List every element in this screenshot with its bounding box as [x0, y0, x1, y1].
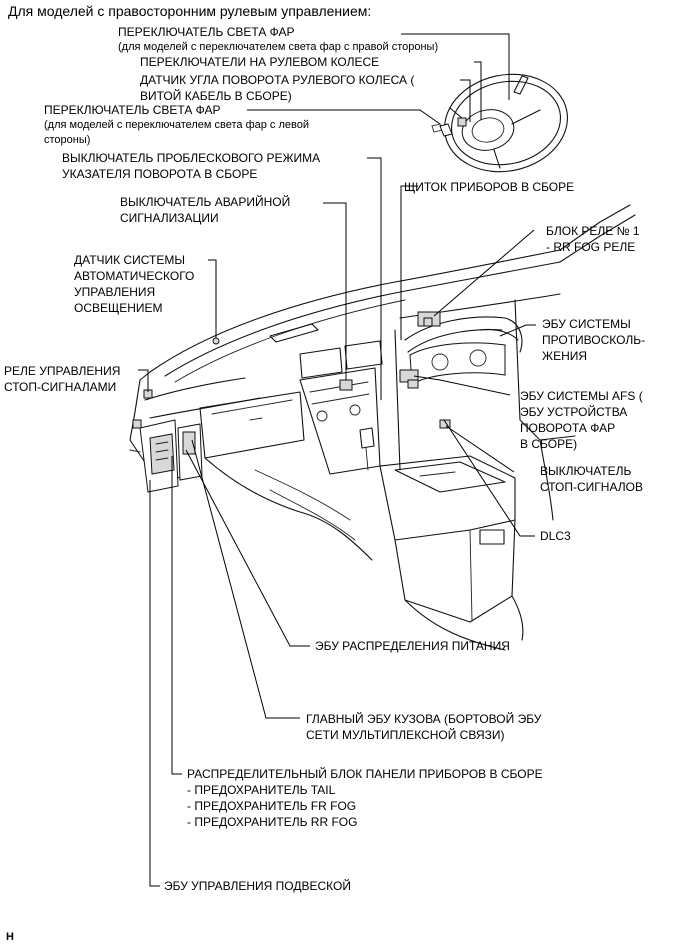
label-line: УКАЗАТЕЛЯ ПОВОРОТА В СБОРЕ — [62, 167, 258, 181]
label-airbag-ecu: ЭБУ СИСТЕМЫ ПРОТИВОСКОЛЬ- ЖЕНИЯ — [542, 316, 645, 364]
label-line: СИГНАЛИЗАЦИИ — [120, 211, 219, 225]
label-line: РЕЛЕ УПРАВЛЕНИЯ — [4, 364, 121, 378]
leader-lines — [138, 33, 536, 887]
label-line: ПЕРЕКЛЮЧАТЕЛЬ СВЕТА ФАР — [118, 25, 295, 39]
label-line: ЭБУ СИСТЕМЫ AFS ( — [520, 389, 643, 403]
label-line: ВЫКЛЮЧАТЕЛЬ — [540, 464, 632, 478]
label-line: ВИТОЙ КАБЕЛЬ В СБОРЕ) — [140, 89, 292, 103]
label-line: - RR FOG РЕЛЕ — [546, 240, 636, 254]
label-power-distribution-ecu: ЭБУ РАСПРЕДЕЛЕНИЯ ПИТАНИЯ — [315, 638, 510, 654]
label-headlight-switch-right: ПЕРЕКЛЮЧАТЕЛЬ СВЕТА ФАР (для моделей с п… — [118, 24, 438, 55]
label-line: - ПРЕДОХРАНИТЕЛЬ RR FOG — [187, 815, 358, 829]
label-line: УПРАВЛЕНИЯ — [74, 285, 156, 299]
label-auto-light-sensor: ДАТЧИК СИСТЕМЫ АВТОМАТИЧЕСКОГО УПРАВЛЕНИ… — [74, 252, 194, 316]
label-line: DLC3 — [540, 529, 571, 543]
label-hazard-switch: ВЫКЛЮЧАТЕЛЬ АВАРИЙНОЙ СИГНАЛИЗАЦИИ — [120, 194, 290, 226]
label-line: ОСВЕЩЕНИЕМ — [74, 301, 163, 315]
label-dlc3: DLC3 — [540, 528, 571, 544]
diagram-title: Для моделей с правосторонним рулевым упр… — [8, 3, 372, 19]
label-turn-signal-flasher-switch: ВЫКЛЮЧАТЕЛЬ ПРОБЛЕСКОВОГО РЕЖИМА УКАЗАТЕ… — [62, 150, 320, 182]
label-line: ПРОТИВОСКОЛЬ- — [542, 333, 646, 347]
label-headlight-switch-left: ПЕРЕКЛЮЧАТЕЛЬ СВЕТА ФАР (для моделей с п… — [44, 102, 309, 148]
dashboard-drawing — [129, 204, 636, 651]
label-line: АВТОМАТИЧЕСКОГО — [74, 269, 195, 283]
label-relay-block-1: БЛОК РЕЛЕ № 1 - RR FOG РЕЛЕ — [546, 223, 640, 255]
label-line: СТОП-СИГНАЛАМИ — [4, 380, 117, 394]
label-afs-ecu: ЭБУ СИСТЕМЫ AFS ( ЭБУ УСТРОЙСТВА ПОВОРОТ… — [520, 388, 643, 452]
label-line: ДАТЧИК СИСТЕМЫ — [74, 253, 185, 267]
label-line: ДАТЧИК УГЛА ПОВОРОТА РУЛЕВОГО КОЛЕСА ( — [140, 73, 415, 87]
label-line: БЛОК РЕЛЕ № 1 — [546, 224, 640, 238]
label-line: ПЕРЕКЛЮЧАТЕЛИ НА РУЛЕВОМ КОЛЕСЕ — [140, 55, 380, 69]
footer-code: H — [6, 931, 14, 943]
label-line: ВЫКЛЮЧАТЕЛЬ ПРОБЛЕСКОВОГО РЕЖИМА — [62, 151, 321, 165]
label-line: СТОП-СИГНАЛОВ — [540, 480, 643, 494]
label-steering-angle-sensor: ДАТЧИК УГЛА ПОВОРОТА РУЛЕВОГО КОЛЕСА ( В… — [140, 72, 414, 104]
label-line: ЖЕНИЯ — [542, 349, 588, 363]
label-line: ЭБУ РАСПРЕДЕЛЕНИЯ ПИТАНИЯ — [315, 639, 510, 653]
label-line: ЭБУ СИСТЕМЫ — [542, 317, 631, 331]
label-stop-lamp-switch: ВЫКЛЮЧАТЕЛЬ СТОП-СИГНАЛОВ — [540, 463, 643, 495]
label-stop-lamp-relay: РЕЛЕ УПРАВЛЕНИЯ СТОП-СИГНАЛАМИ — [4, 363, 120, 395]
label-line: - ПРЕДОХРАНИТЕЛЬ TAIL — [187, 783, 336, 797]
label-suspension-ecu: ЭБУ УПРАВЛЕНИЯ ПОДВЕСКОЙ — [164, 878, 351, 894]
label-line: ЩИТОК ПРИБОРОВ В СБОРЕ — [404, 180, 575, 194]
label-steering-pad-switches: ПЕРЕКЛЮЧАТЕЛИ НА РУЛЕВОМ КОЛЕСЕ — [140, 54, 379, 70]
label-line: СЕТИ МУЛЬТИПЛЕКСНОЙ СВЯЗИ) — [306, 728, 505, 742]
label-line: ВЫКЛЮЧАТЕЛЬ АВАРИЙНОЙ — [120, 195, 291, 209]
label-line: ПЕРЕКЛЮЧАТЕЛЬ СВЕТА ФАР — [44, 103, 221, 117]
label-main-body-ecu: ГЛАВНЫЙ ЭБУ КУЗОВА (БОРТОВОЙ ЭБУ СЕТИ МУ… — [306, 711, 541, 743]
label-line: ЭБУ УСТРОЙСТВА — [520, 405, 628, 419]
label-line: В СБОРЕ) — [520, 437, 578, 451]
label-line: ЭБУ УПРАВЛЕНИЯ ПОДВЕСКОЙ — [164, 879, 351, 893]
label-line: (для моделей с переключателем света фар … — [44, 119, 309, 131]
label-line: стороны) — [44, 134, 91, 146]
label-line: ПОВОРОТА ФАР — [520, 421, 616, 435]
label-line: ГЛАВНЫЙ ЭБУ КУЗОВА (БОРТОВОЙ ЭБУ — [306, 712, 542, 726]
steering-wheel-drawing — [431, 73, 569, 173]
label-junction-block: РАСПРЕДЕЛИТЕЛЬНЫЙ БЛОК ПАНЕЛИ ПРИБОРОВ В… — [187, 766, 543, 830]
label-line: (для моделей с переключателем света фар … — [118, 41, 439, 53]
label-combination-meter: ЩИТОК ПРИБОРОВ В СБОРЕ — [404, 179, 574, 195]
label-line: РАСПРЕДЕЛИТЕЛЬНЫЙ БЛОК ПАНЕЛИ ПРИБОРОВ В… — [187, 767, 543, 781]
label-line: - ПРЕДОХРАНИТЕЛЬ FR FOG — [187, 799, 357, 813]
